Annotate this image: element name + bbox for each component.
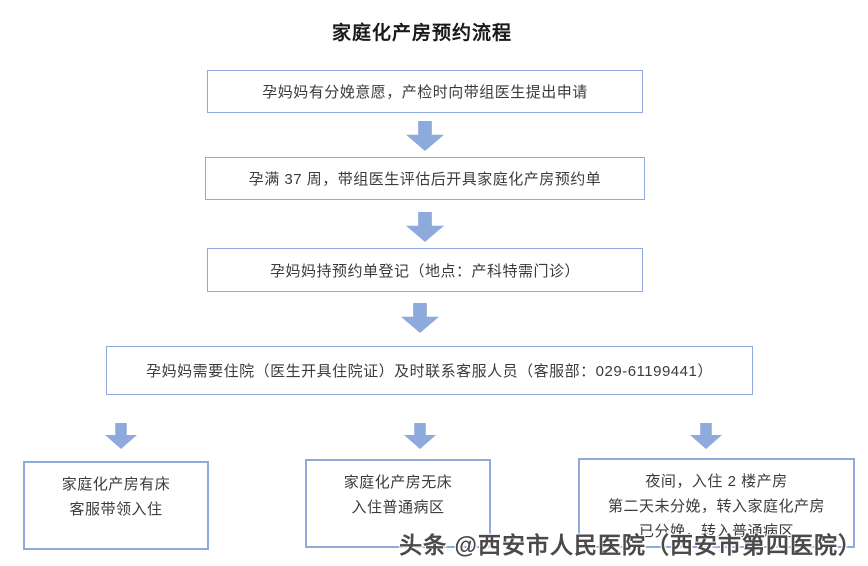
flow-step-3: 孕妈妈持预约单登记（地点：产科特需门诊） xyxy=(207,248,643,292)
arrow-down-icon xyxy=(406,121,444,151)
flow-step-4: 孕妈妈需要住院（医生开具住院证）及时联系客服人员（客服部：029-6119944… xyxy=(106,346,753,395)
flow-step-1: 孕妈妈有分娩意愿，产检时向带组医生提出申请 xyxy=(207,70,643,113)
arrow-down-icon xyxy=(401,303,439,333)
arrow-down-icon xyxy=(690,423,722,449)
branch-box-night: 夜间，入住 2 楼产房 第二天未分娩，转入家庭化产房 已分娩，转入普通病区 xyxy=(578,458,855,548)
flow-step-2-label: 孕满 37 周，带组医生评估后开具家庭化产房预约单 xyxy=(248,171,602,188)
branch-line: 入住普通病区 xyxy=(351,499,445,516)
flow-step-3-label: 孕妈妈持预约单登记（地点：产科特需门诊） xyxy=(269,262,580,280)
branch-box-has-bed: 家庭化产房有床 客服带领入住 xyxy=(23,461,209,550)
page-title: 家庭化产房预约流程 xyxy=(331,23,512,44)
flow-step-4-label: 孕妈妈需要住院（医生开具住院证）及时联系客服人员（客服部：029-6119944… xyxy=(146,363,713,380)
flow-step-1-label: 孕妈妈有分娩意愿，产检时向带组医生提出申请 xyxy=(262,84,588,101)
branch-line: 家庭化产房无床 xyxy=(343,474,453,491)
flow-step-2: 孕满 37 周，带组医生评估后开具家庭化产房预约单 xyxy=(205,157,645,200)
watermark: 头条 @西安市人民医院（西安市第四医院） xyxy=(399,532,862,558)
branch-box-no-bed: 家庭化产房无床 入住普通病区 xyxy=(305,459,491,548)
branch-line: 家庭化产房有床 xyxy=(61,476,171,493)
arrow-down-icon xyxy=(105,423,137,449)
branch-line: 已分娩，转入普通病区 xyxy=(638,523,794,540)
branch-line: 客服带领入住 xyxy=(69,501,163,518)
branch-line: 夜间，入住 2 楼产房 xyxy=(645,473,788,490)
arrow-down-icon xyxy=(406,212,444,242)
arrow-down-icon xyxy=(404,423,436,449)
branch-line: 第二天未分娩，转入家庭化产房 xyxy=(607,498,825,515)
